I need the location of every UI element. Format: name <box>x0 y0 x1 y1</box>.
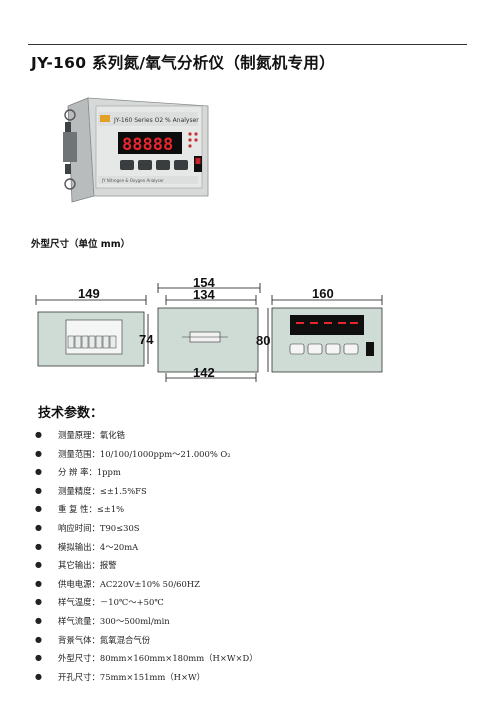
dim-80: 80 <box>256 333 270 348</box>
list-item: ●样气流量：300～500ml/min <box>35 615 170 626</box>
list-item: ●其它输出：报警 <box>35 560 117 571</box>
led-display <box>118 132 182 154</box>
product-photo: JY-160 Series O2 % Analyser 88888 JY Nit… <box>63 97 209 203</box>
list-item: ●分 辨 率：1ppm <box>35 467 121 478</box>
list-item: ●外型尺寸：80mm×160mm×180mm（H×W×D） <box>35 653 258 664</box>
dim-160: 160 <box>312 286 334 301</box>
dim-142: 142 <box>193 365 215 380</box>
panel-label: JY-160 Series O2 % Analyser <box>113 117 199 124</box>
button-enter[interactable] <box>174 160 188 170</box>
button-up[interactable] <box>156 160 170 170</box>
list-item: ●重 复 性：≤±1% <box>35 504 125 515</box>
list-item: ●测量范围：10/100/1000ppm～21.000% O₂ <box>35 448 231 459</box>
button-down[interactable] <box>138 160 152 170</box>
led-value: 88888 <box>122 135 173 155</box>
dimension-drawing: 149 74 154 134 142 160 80 <box>35 278 383 382</box>
list-item: ●背景气体：氮氧混合气份 <box>35 634 151 645</box>
page-title: JY-160 系列氮/氧气分析仪（制氮机专用） <box>31 54 335 72</box>
list-item: ●测量原理：氧化锆 <box>35 430 125 440</box>
dim-149: 149 <box>78 286 100 301</box>
dim-154: 154 <box>193 278 215 290</box>
brand-logo <box>100 115 110 122</box>
front-display <box>290 315 364 335</box>
list-item: ●模拟输出：4～20mA <box>35 541 139 552</box>
list-item: ●响应时间：T90≤30S <box>35 522 140 533</box>
top-rule <box>28 44 467 45</box>
params-heading: 技术参数： <box>38 406 104 421</box>
dim-74: 74 <box>139 332 154 347</box>
panel-bottom-text: JY Nitrogen & Oxygen Analyser <box>101 178 164 183</box>
button-set[interactable] <box>120 160 134 170</box>
list-item: ●开孔尺寸：75mm×151mm（H×W） <box>35 671 205 682</box>
dim-134: 134 <box>193 287 215 302</box>
list-item: ●测量精度：≤±1.5%FS <box>35 485 147 496</box>
list-item: ●供电电源：AC220V±10% 50/60HZ <box>35 578 200 589</box>
list-item: ●样气温度：－10℃～+50℃ <box>35 597 164 608</box>
params-list: ●测量原理：氧化锆 ●测量范围：10/100/1000ppm～21.000% O… <box>34 426 258 686</box>
dimensions-heading: 外型尺寸（单位 mm） <box>31 239 131 250</box>
panel-header <box>98 112 198 126</box>
